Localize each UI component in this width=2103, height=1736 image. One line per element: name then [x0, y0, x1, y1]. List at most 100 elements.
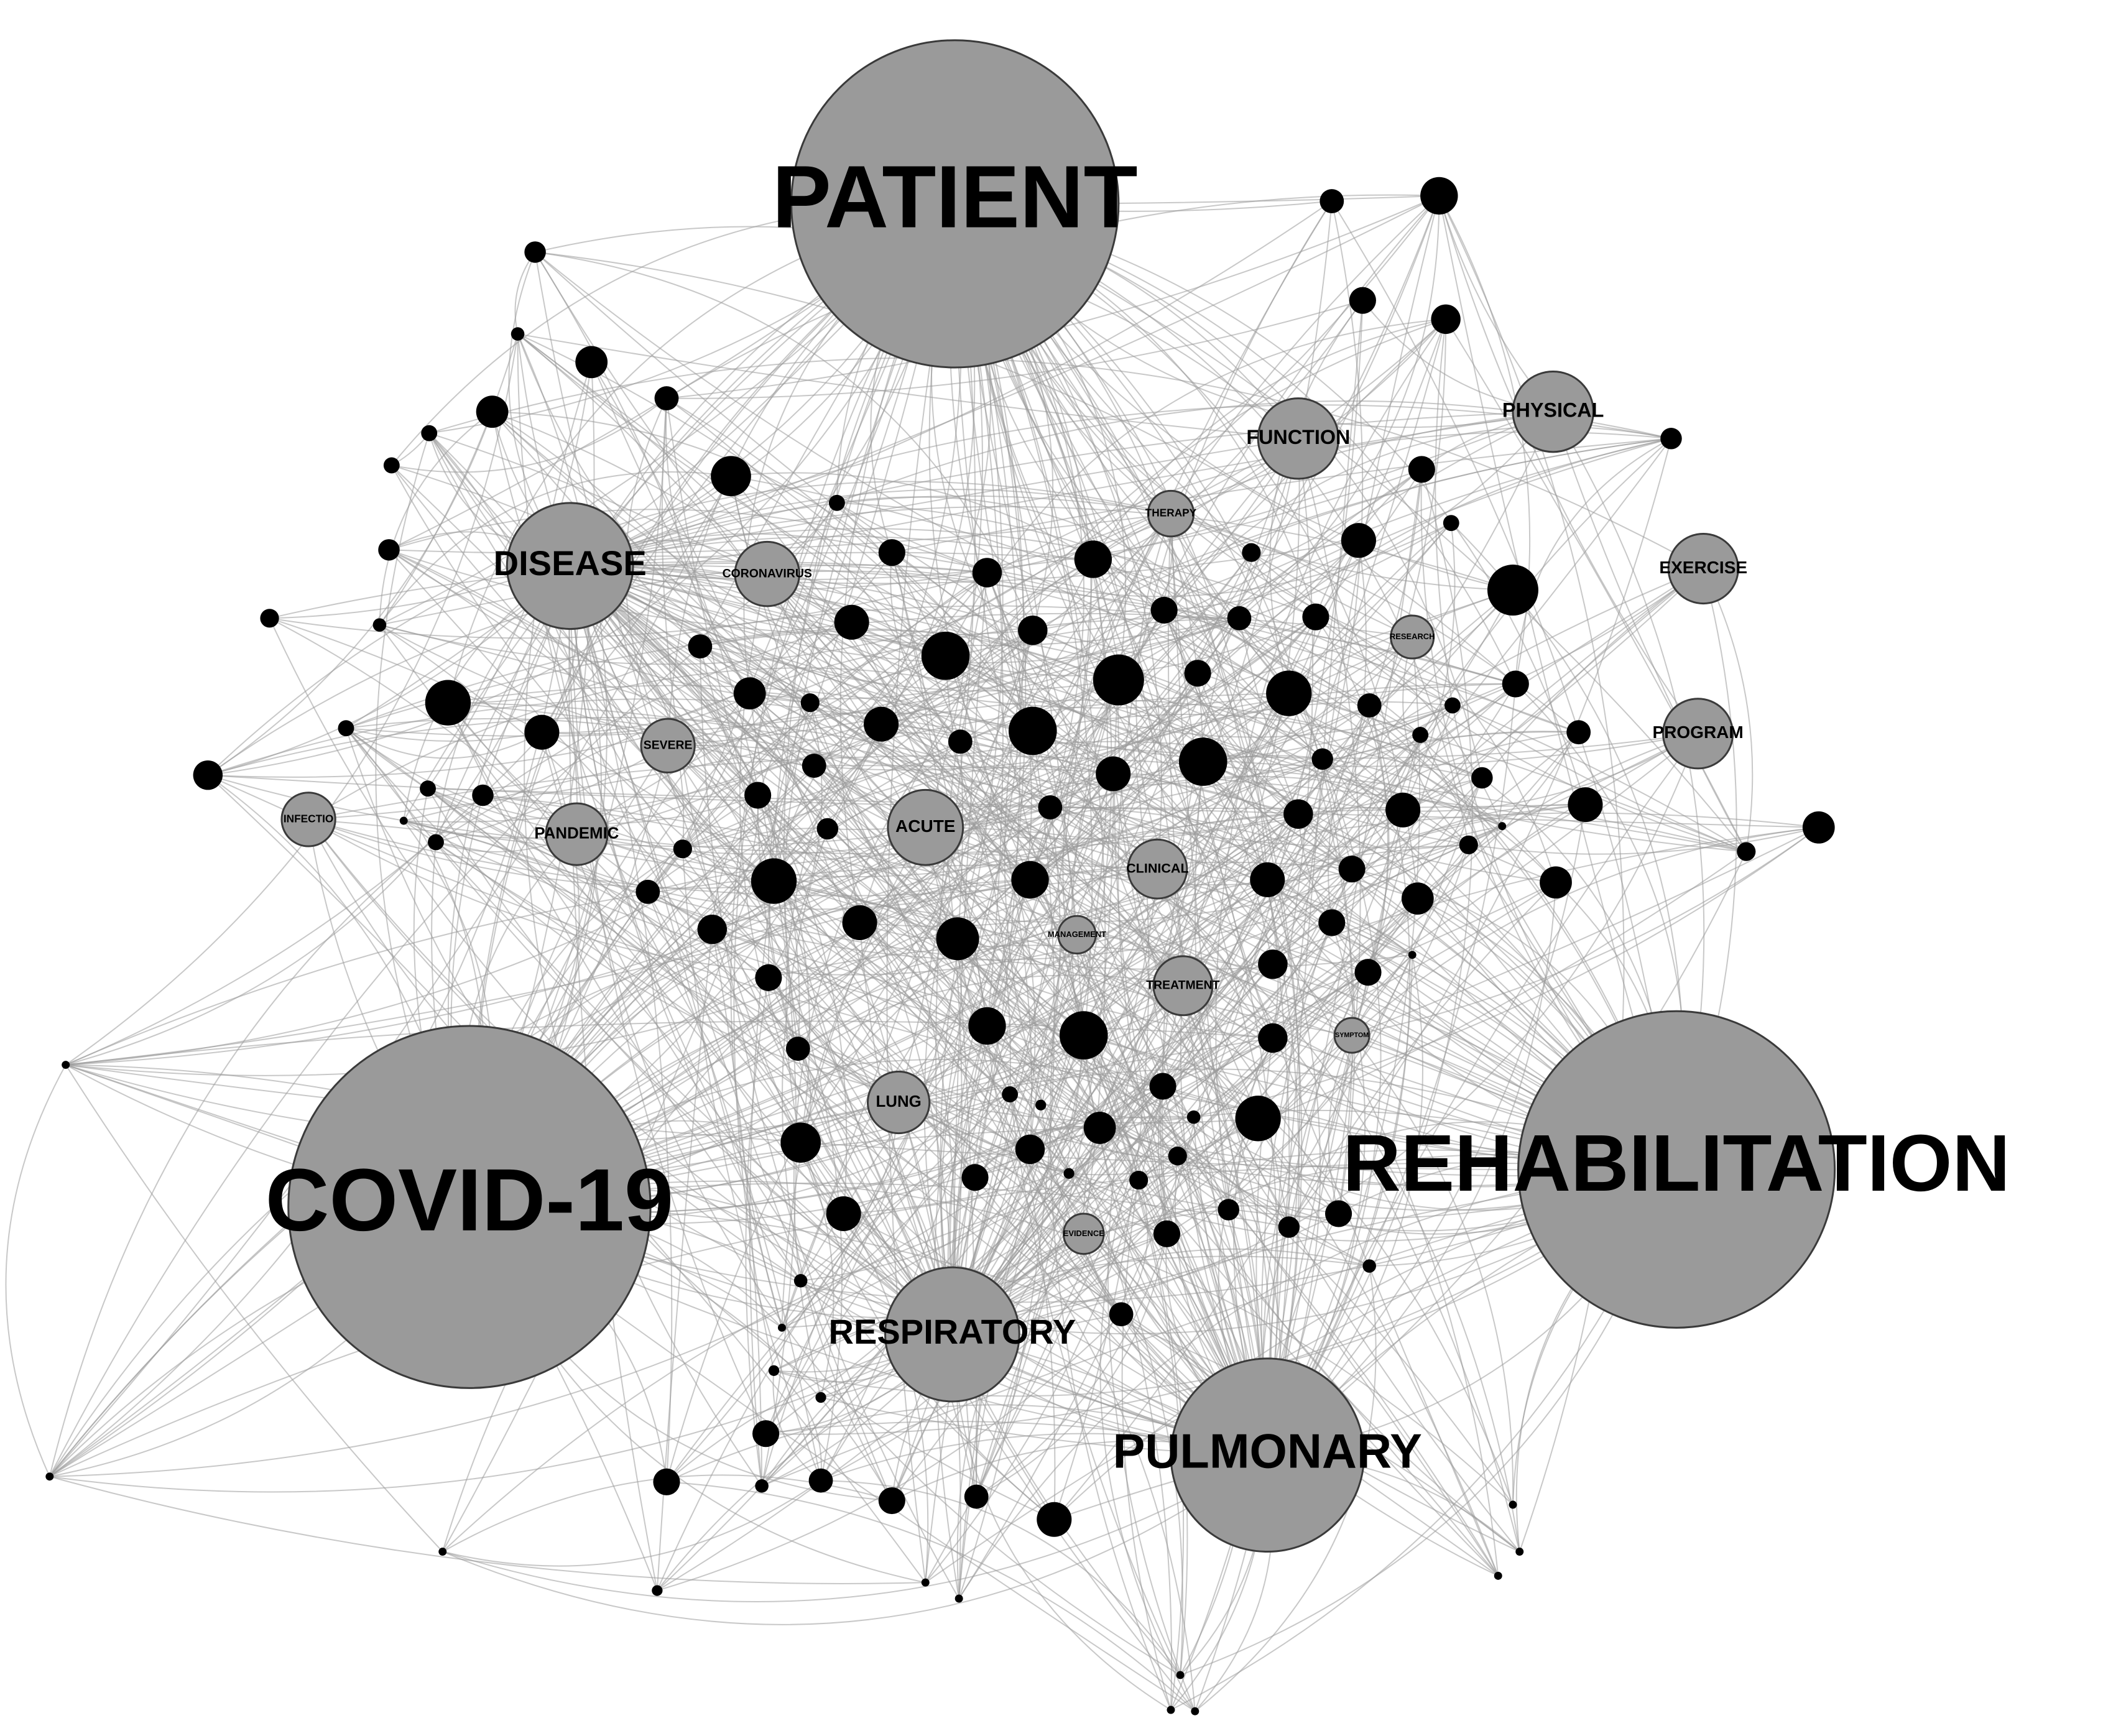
minor-keyword-node [1566, 720, 1591, 745]
minor-keyword-node [1408, 456, 1435, 483]
keyword-node-exercise [1667, 532, 1739, 605]
co-occurrence-edge [1351, 826, 1819, 1037]
minor-keyword-node [1242, 543, 1261, 562]
minor-keyword-node [1540, 866, 1572, 899]
keyword-label-therapy: THERAPY [1145, 507, 1197, 519]
co-occurrence-edge [711, 929, 763, 1486]
co-occurrence-edge [656, 568, 1704, 1591]
minor-keyword-node [752, 1420, 780, 1447]
co-occurrence-edge [1267, 882, 1556, 1456]
co-occurrence-edge [570, 565, 1520, 1552]
co-occurrence-edge [731, 472, 1094, 560]
minor-keyword-node [1266, 670, 1312, 716]
keyword-label-research: RESEARCH [1390, 632, 1435, 641]
co-occurrence-edge [207, 774, 1677, 1170]
co-occurrence-edge [1351, 826, 1819, 1037]
co-occurrence-edge [898, 568, 1704, 1103]
minor-keyword-node [428, 834, 444, 851]
minor-keyword-node [1129, 1170, 1149, 1190]
co-occurrence-edge [428, 432, 1158, 870]
minor-keyword-node [780, 1122, 821, 1163]
co-occurrence-edge [1267, 731, 1579, 880]
co-occurrence-edge [797, 844, 1469, 1050]
co-occurrence-edge [448, 702, 1418, 900]
co-occurrence-edge [1083, 985, 1184, 1234]
minor-keyword-node [1357, 693, 1382, 718]
minor-keyword-node [1401, 882, 1434, 915]
co-occurrence-edge [5, 1064, 67, 1477]
co-occurrence-edge [492, 411, 1033, 732]
co-occurrence-edge [1288, 693, 1356, 1214]
co-occurrence-edge [951, 568, 1704, 1335]
co-occurrence-edge [1009, 1094, 1181, 1676]
keyword-label-patient: PATIENT [772, 147, 1138, 246]
co-occurrence-edge [647, 891, 1413, 971]
co-occurrence-edge [793, 630, 1033, 1398]
minor-keyword-node [800, 693, 820, 713]
keyword-node-patient [790, 39, 1120, 369]
co-occurrence-edge [1099, 1086, 1196, 1712]
keyword-label-clinical: CLINICAL [1126, 860, 1189, 875]
minor-keyword-node [1341, 523, 1376, 558]
co-occurrence-edge [957, 938, 978, 1497]
co-occurrence-edge [534, 251, 1352, 870]
co-occurrence-edge [1272, 733, 1699, 1039]
minor-keyword-node [972, 558, 1002, 588]
minor-keyword-node [834, 604, 869, 640]
minor-keyword-node [1443, 515, 1459, 532]
co-occurrence-edge [1552, 411, 1747, 852]
minor-keyword-node [1038, 795, 1063, 820]
minor-keyword-node [793, 1274, 808, 1288]
co-occurrence-edge [1071, 680, 1119, 1129]
co-occurrence-edge [345, 727, 542, 759]
co-occurrence-edge [569, 565, 673, 1482]
co-occurrence-edge [800, 1035, 1084, 1143]
co-occurrence-edge [898, 1102, 1167, 1235]
keyword-label-severe: SEVERE [644, 738, 693, 752]
keyword-node-research [1390, 614, 1435, 660]
minor-keyword-node [878, 1487, 905, 1515]
co-occurrence-edge [667, 745, 843, 1481]
co-occurrence-edge [647, 411, 1553, 892]
co-occurrence-edge [925, 813, 1299, 840]
keyword-label-acute: ACUTE [895, 816, 956, 836]
co-occurrence-edge [1157, 617, 1316, 870]
minor-keyword-node [688, 634, 713, 659]
minor-keyword-node [399, 816, 408, 825]
minor-keyword-node [383, 457, 400, 474]
minor-keyword-node [1184, 660, 1211, 687]
co-occurrence-edge [65, 630, 1033, 1066]
minor-keyword-node [1385, 792, 1421, 828]
co-occurrence-edge [976, 1234, 1168, 1497]
keyword-node-respiratory [884, 1266, 1020, 1403]
minor-keyword-node [1737, 842, 1756, 861]
minor-keyword-node [921, 631, 970, 680]
co-occurrence-edge [1288, 438, 1672, 1228]
minor-keyword-node [816, 818, 839, 840]
co-occurrence-edge [428, 433, 815, 767]
co-occurrence-edge [959, 558, 1094, 742]
co-occurrence-edge [1121, 1180, 1149, 1315]
co-occurrence-edge [827, 828, 988, 1027]
co-occurrence-edge [1328, 954, 1413, 1214]
minor-keyword-node [733, 677, 766, 709]
co-occurrence-edge [1083, 705, 1370, 1037]
minor-keyword-node [1509, 1500, 1517, 1509]
co-occurrence-edge [1195, 1265, 1377, 1712]
minor-keyword-node [1502, 670, 1529, 698]
co-occurrence-edge [442, 1454, 1268, 1603]
minor-keyword-node [425, 680, 471, 726]
co-occurrence-edge [821, 1480, 1181, 1676]
minor-keyword-node [260, 609, 279, 628]
co-occurrence-edge [1267, 804, 1586, 1456]
co-occurrence-edge [1369, 469, 1423, 706]
minor-keyword-node [1278, 1216, 1300, 1238]
minor-keyword-node [1109, 1302, 1134, 1327]
co-occurrence-edge [569, 565, 1178, 1157]
minor-keyword-node [1431, 304, 1461, 335]
keyword-node-therapy [1147, 489, 1195, 538]
co-occurrence-edge [958, 869, 1158, 1599]
co-occurrence-edge [49, 1475, 926, 1584]
